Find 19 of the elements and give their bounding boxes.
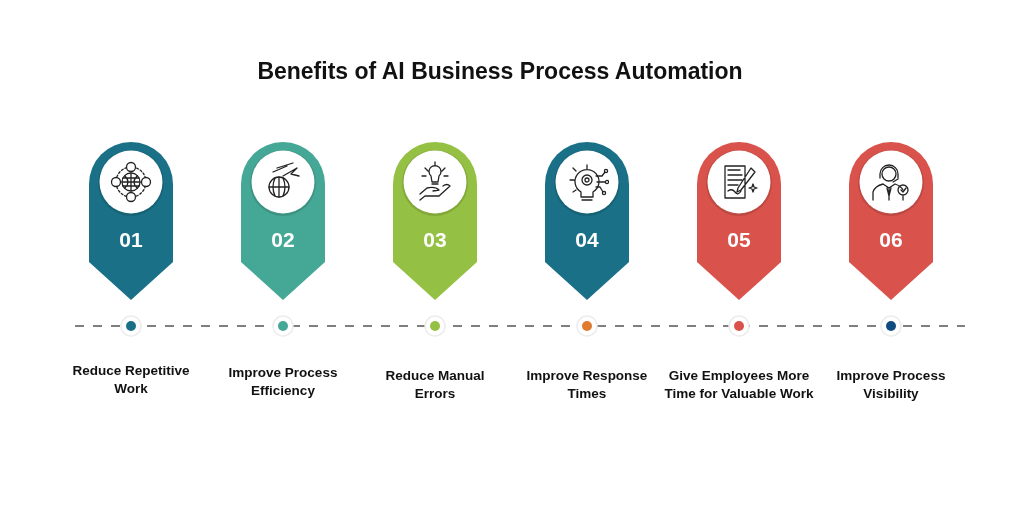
step-number: 06	[878, 228, 904, 252]
pin-marker	[393, 142, 477, 300]
benefit-caption: Improve Response Times	[525, 367, 649, 403]
benefit-caption: Improve Process Efficiency	[227, 364, 339, 400]
pin-marker	[241, 142, 325, 300]
pin-marker	[849, 142, 933, 300]
step-number: 05	[726, 228, 752, 252]
step-number: 01	[118, 228, 144, 252]
benefit-caption: Reduce Repetitive Work	[71, 362, 191, 398]
benefit-caption: Reduce Manual Errors	[384, 367, 486, 403]
benefit-caption: Improve Process Visibility	[835, 367, 947, 403]
step-number: 03	[422, 228, 448, 252]
benefit-caption: Give Employees More Time for Valuable Work	[663, 367, 815, 403]
pin-marker	[89, 142, 173, 300]
diagram-title: Benefits of AI Business Process Automation	[256, 58, 744, 85]
step-number: 02	[270, 228, 296, 252]
pin-marker	[697, 142, 781, 300]
pin-marker	[545, 142, 629, 300]
step-number: 04	[574, 228, 600, 252]
